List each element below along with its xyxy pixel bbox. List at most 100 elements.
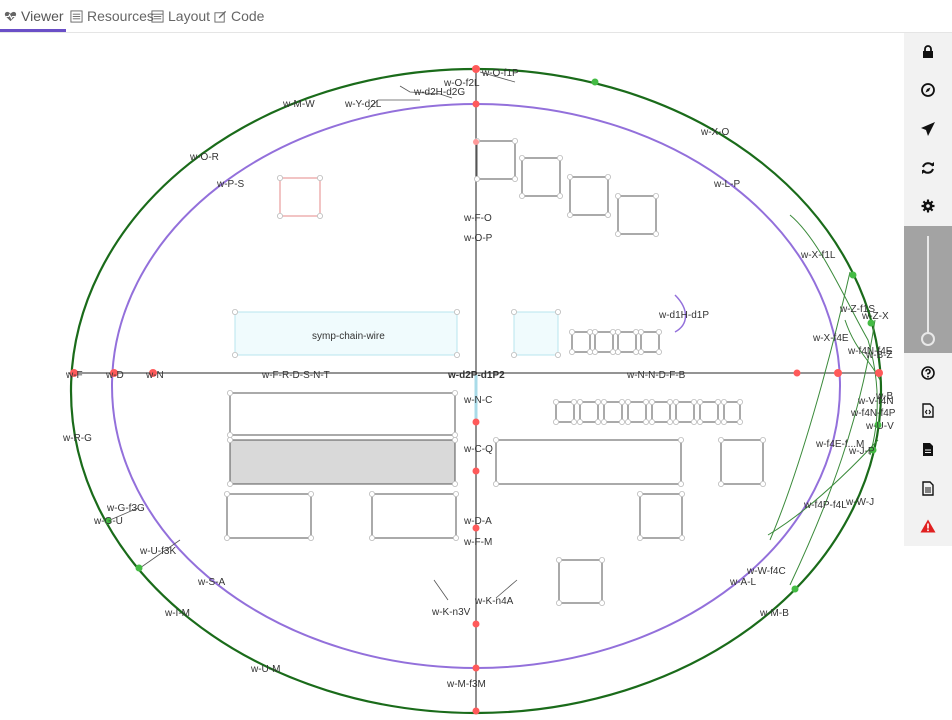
box-handle[interactable]: [637, 490, 644, 497]
box-handle[interactable]: [599, 600, 606, 607]
send-button[interactable]: [904, 114, 952, 144]
node[interactable]: [472, 620, 480, 628]
box-handle[interactable]: [567, 211, 574, 218]
box-handle[interactable]: [721, 398, 728, 405]
box-handle[interactable]: [510, 308, 517, 315]
box-handle[interactable]: [599, 557, 606, 564]
node[interactable]: [472, 100, 480, 108]
node[interactable]: [874, 421, 882, 429]
box-handle[interactable]: [656, 328, 663, 335]
tab-layout[interactable]: Layout: [151, 8, 210, 24]
box-handle[interactable]: [615, 328, 622, 335]
box-handle[interactable]: [307, 490, 314, 497]
box-handle[interactable]: [673, 418, 680, 425]
box-handle[interactable]: [633, 348, 640, 355]
box-handle[interactable]: [316, 174, 323, 181]
box-handle[interactable]: [571, 418, 578, 425]
box-handle[interactable]: [667, 418, 674, 425]
node[interactable]: [472, 524, 480, 532]
box-handle[interactable]: [697, 398, 704, 405]
box-handle[interactable]: [587, 348, 594, 355]
box-handle[interactable]: [619, 418, 626, 425]
node[interactable]: [110, 369, 118, 377]
box-handle[interactable]: [276, 174, 283, 181]
box-handle[interactable]: [721, 418, 728, 425]
box-handle[interactable]: [226, 436, 233, 443]
box-row-4[interactable]: [640, 331, 660, 353]
node[interactable]: [472, 418, 480, 426]
box-handle[interactable]: [691, 418, 698, 425]
box-handle[interactable]: [610, 348, 617, 355]
box-handle[interactable]: [569, 328, 576, 335]
box-handle[interactable]: [637, 535, 644, 542]
zoom-slider-handle[interactable]: [921, 332, 935, 346]
box-handle[interactable]: [656, 348, 663, 355]
box-handle[interactable]: [718, 436, 725, 443]
box-handle[interactable]: [519, 192, 526, 199]
box-handle[interactable]: [226, 431, 233, 438]
box-handle[interactable]: [368, 535, 375, 542]
box-handle[interactable]: [556, 600, 563, 607]
box-k-n4a[interactable]: [558, 559, 603, 604]
box-symp-chain-wire[interactable]: [234, 311, 458, 356]
node[interactable]: [473, 139, 479, 145]
box-handle[interactable]: [555, 308, 562, 315]
box-handle[interactable]: [276, 212, 283, 219]
node[interactable]: [834, 369, 842, 377]
box-handle[interactable]: [605, 173, 612, 180]
export-text-button[interactable]: [904, 473, 952, 503]
box-handle[interactable]: [492, 436, 499, 443]
box-1[interactable]: [521, 157, 561, 197]
box-handle[interactable]: [592, 348, 599, 355]
node[interactable]: [867, 319, 875, 327]
box-handle[interactable]: [691, 398, 698, 405]
box-handle[interactable]: [519, 154, 526, 161]
box-handle[interactable]: [555, 351, 562, 358]
box-handle[interactable]: [615, 192, 622, 199]
box-handle[interactable]: [512, 175, 519, 182]
box-handle[interactable]: [569, 348, 576, 355]
box-handle[interactable]: [451, 436, 458, 443]
export-file-button[interactable]: [904, 434, 952, 464]
box-row-3[interactable]: [617, 331, 637, 353]
warning-button[interactable]: [904, 511, 952, 541]
box-handle[interactable]: [368, 490, 375, 497]
box-handle[interactable]: [673, 398, 680, 405]
export-code-button[interactable]: [904, 395, 952, 425]
box-handle[interactable]: [605, 211, 612, 218]
box-handle[interactable]: [615, 348, 622, 355]
box-handle[interactable]: [643, 398, 650, 405]
box-c-q-left-filled[interactable]: [229, 439, 456, 485]
box-handle[interactable]: [737, 398, 744, 405]
help-button[interactable]: [904, 358, 952, 388]
box-n-c-left[interactable]: [229, 392, 456, 436]
node[interactable]: [104, 517, 112, 525]
box-handle[interactable]: [610, 328, 617, 335]
node[interactable]: [472, 707, 480, 715]
box-handle[interactable]: [553, 418, 560, 425]
box-handle[interactable]: [557, 192, 564, 199]
box-handle[interactable]: [760, 436, 767, 443]
box-handle[interactable]: [556, 557, 563, 564]
box-handle[interactable]: [453, 308, 460, 315]
box-handle[interactable]: [619, 398, 626, 405]
lock-button[interactable]: [904, 37, 952, 67]
box-right-small[interactable]: [720, 439, 764, 485]
box-handle[interactable]: [649, 398, 656, 405]
box-handle[interactable]: [638, 348, 645, 355]
box-handle[interactable]: [512, 137, 519, 144]
box-c-q-right[interactable]: [495, 439, 682, 485]
compass-button[interactable]: [904, 75, 952, 105]
box-handle[interactable]: [633, 328, 640, 335]
node[interactable]: [849, 271, 857, 279]
box-f-o[interactable]: [476, 140, 516, 180]
node[interactable]: [793, 369, 801, 377]
box-handle[interactable]: [557, 154, 564, 161]
zoom-slider[interactable]: [904, 226, 952, 353]
box-handle[interactable]: [679, 535, 686, 542]
box-handle[interactable]: [625, 418, 632, 425]
box-handle[interactable]: [718, 480, 725, 487]
box-handle[interactable]: [452, 535, 459, 542]
box-p-s-pink[interactable]: [279, 177, 321, 217]
box-handle[interactable]: [226, 480, 233, 487]
